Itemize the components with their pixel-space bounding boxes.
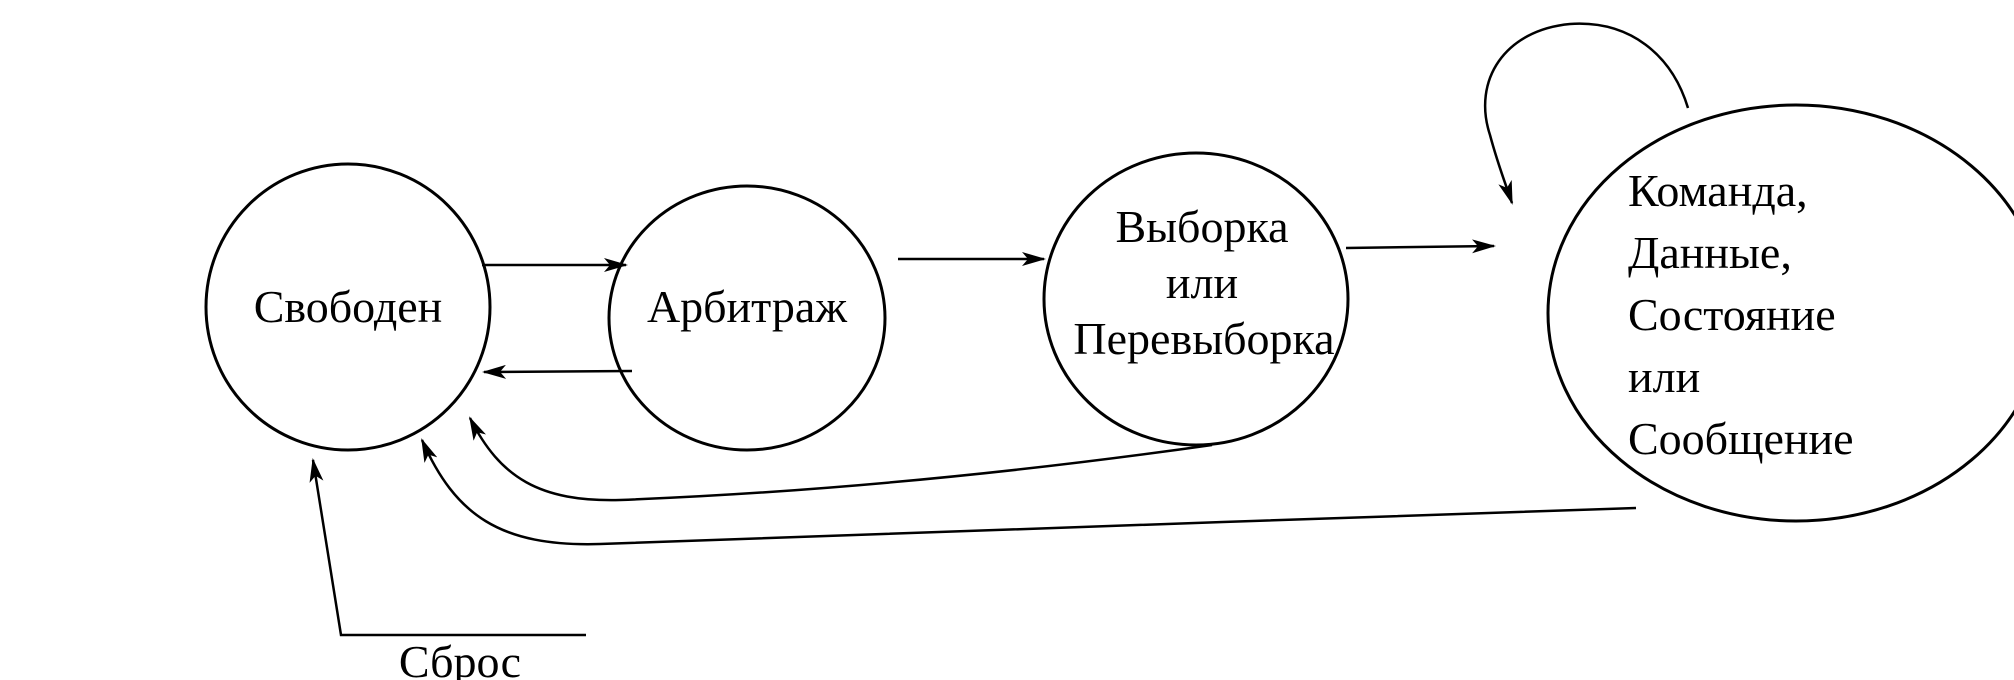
state-selection-node [1042,151,1350,447]
state-idle-node [204,162,492,452]
state-selection-label-line-3: Перевыборка [1073,313,1334,364]
state-transfer-label-line-3: Состояние [1628,289,1836,340]
arrow-transfer-to-idle [420,438,1637,546]
state-transfer-label-line-4: или [1628,351,1700,402]
arrow-selection-to-transfer [1345,239,1496,254]
state-selection-label-line-1: Выборка [1115,201,1288,252]
state-selection-label-line-2: или [1166,257,1238,308]
arrow-arbitration-to-idle [482,364,633,379]
state-idle-label: Свободен [254,281,443,332]
state-transfer-label-line-5: Сообщение [1628,413,1854,464]
state-transfer-label-line-2: Данные, [1628,227,1792,278]
state-arbitration-label: Арбитраж [647,281,847,332]
arrow-reset-to-idle [309,458,586,637]
state-arbitration-node [607,184,887,452]
state-transfer-label-line-1: Команда, [1628,165,1808,216]
arrow-selection-to-idle [468,416,1213,502]
state-transfer-node [1546,103,2014,523]
reset-label: Сброс [399,636,521,680]
arrow-transfer-self-loop [1484,22,1690,205]
